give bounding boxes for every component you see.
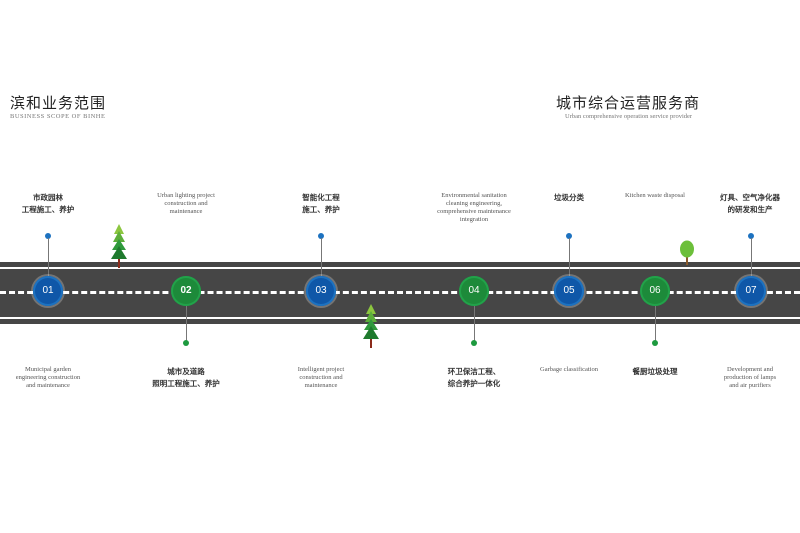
- item-02-stem: [186, 306, 187, 341]
- item-02-marker-dot: [183, 340, 189, 346]
- road-edge-bottom: [0, 317, 800, 319]
- right-subtitle: Urban comprehensive operation service pr…: [565, 113, 693, 120]
- item-06-node: 06: [640, 276, 670, 306]
- item-07-top-label: 灯具、空气净化器的研发和生产: [720, 193, 780, 214]
- round-tree-icon: [680, 240, 694, 265]
- item-03-top-label: 智能化工程施工、养护: [302, 193, 340, 214]
- item-01-stem: [48, 238, 49, 277]
- left-subtitle: BUSINESS SCOPE OF BINHE: [10, 113, 106, 120]
- item-05-bottom-label: Garbage classification: [540, 366, 598, 373]
- item-04-marker-dot: [471, 340, 477, 346]
- road-edge-top: [0, 267, 800, 269]
- item-01-node: 01: [33, 276, 63, 306]
- pine-tree-icon: [363, 304, 379, 348]
- item-06-marker-dot: [652, 340, 658, 346]
- pine-tree-icon: [111, 224, 127, 268]
- item-05-stem: [569, 238, 570, 277]
- item-04-node: 04: [459, 276, 489, 306]
- item-02-node: 02: [171, 276, 201, 306]
- item-05-top-label: 垃圾分类: [554, 193, 584, 202]
- item-03-marker-dot: [318, 233, 324, 239]
- road: [0, 262, 800, 324]
- item-07-node: 07: [736, 276, 766, 306]
- item-06-stem: [655, 306, 656, 341]
- item-06-top-label: Kitchen waste disposal: [625, 192, 685, 199]
- item-06-bottom-label: 餐厨垃圾处理: [632, 367, 678, 376]
- item-07-stem: [751, 238, 752, 277]
- item-04-bottom-label: 环卫保洁工程、综合养护一体化: [447, 367, 501, 388]
- item-05-marker-dot: [566, 233, 572, 239]
- road-center-line: [0, 291, 800, 294]
- item-01-marker-dot: [45, 233, 51, 239]
- left-title: 滨和业务范围: [10, 94, 107, 112]
- item-02-bottom-label: 城市及道路照明工程施工、养护: [152, 367, 220, 388]
- item-03-node: 03: [306, 276, 336, 306]
- item-07-marker-dot: [748, 233, 754, 239]
- item-04-stem: [474, 306, 475, 341]
- right-title: 城市综合运营服务商: [556, 94, 701, 112]
- item-05-node: 05: [554, 276, 584, 306]
- item-01-top-label: 市政园林工程施工、养护: [21, 193, 75, 214]
- item-03-stem: [321, 238, 322, 277]
